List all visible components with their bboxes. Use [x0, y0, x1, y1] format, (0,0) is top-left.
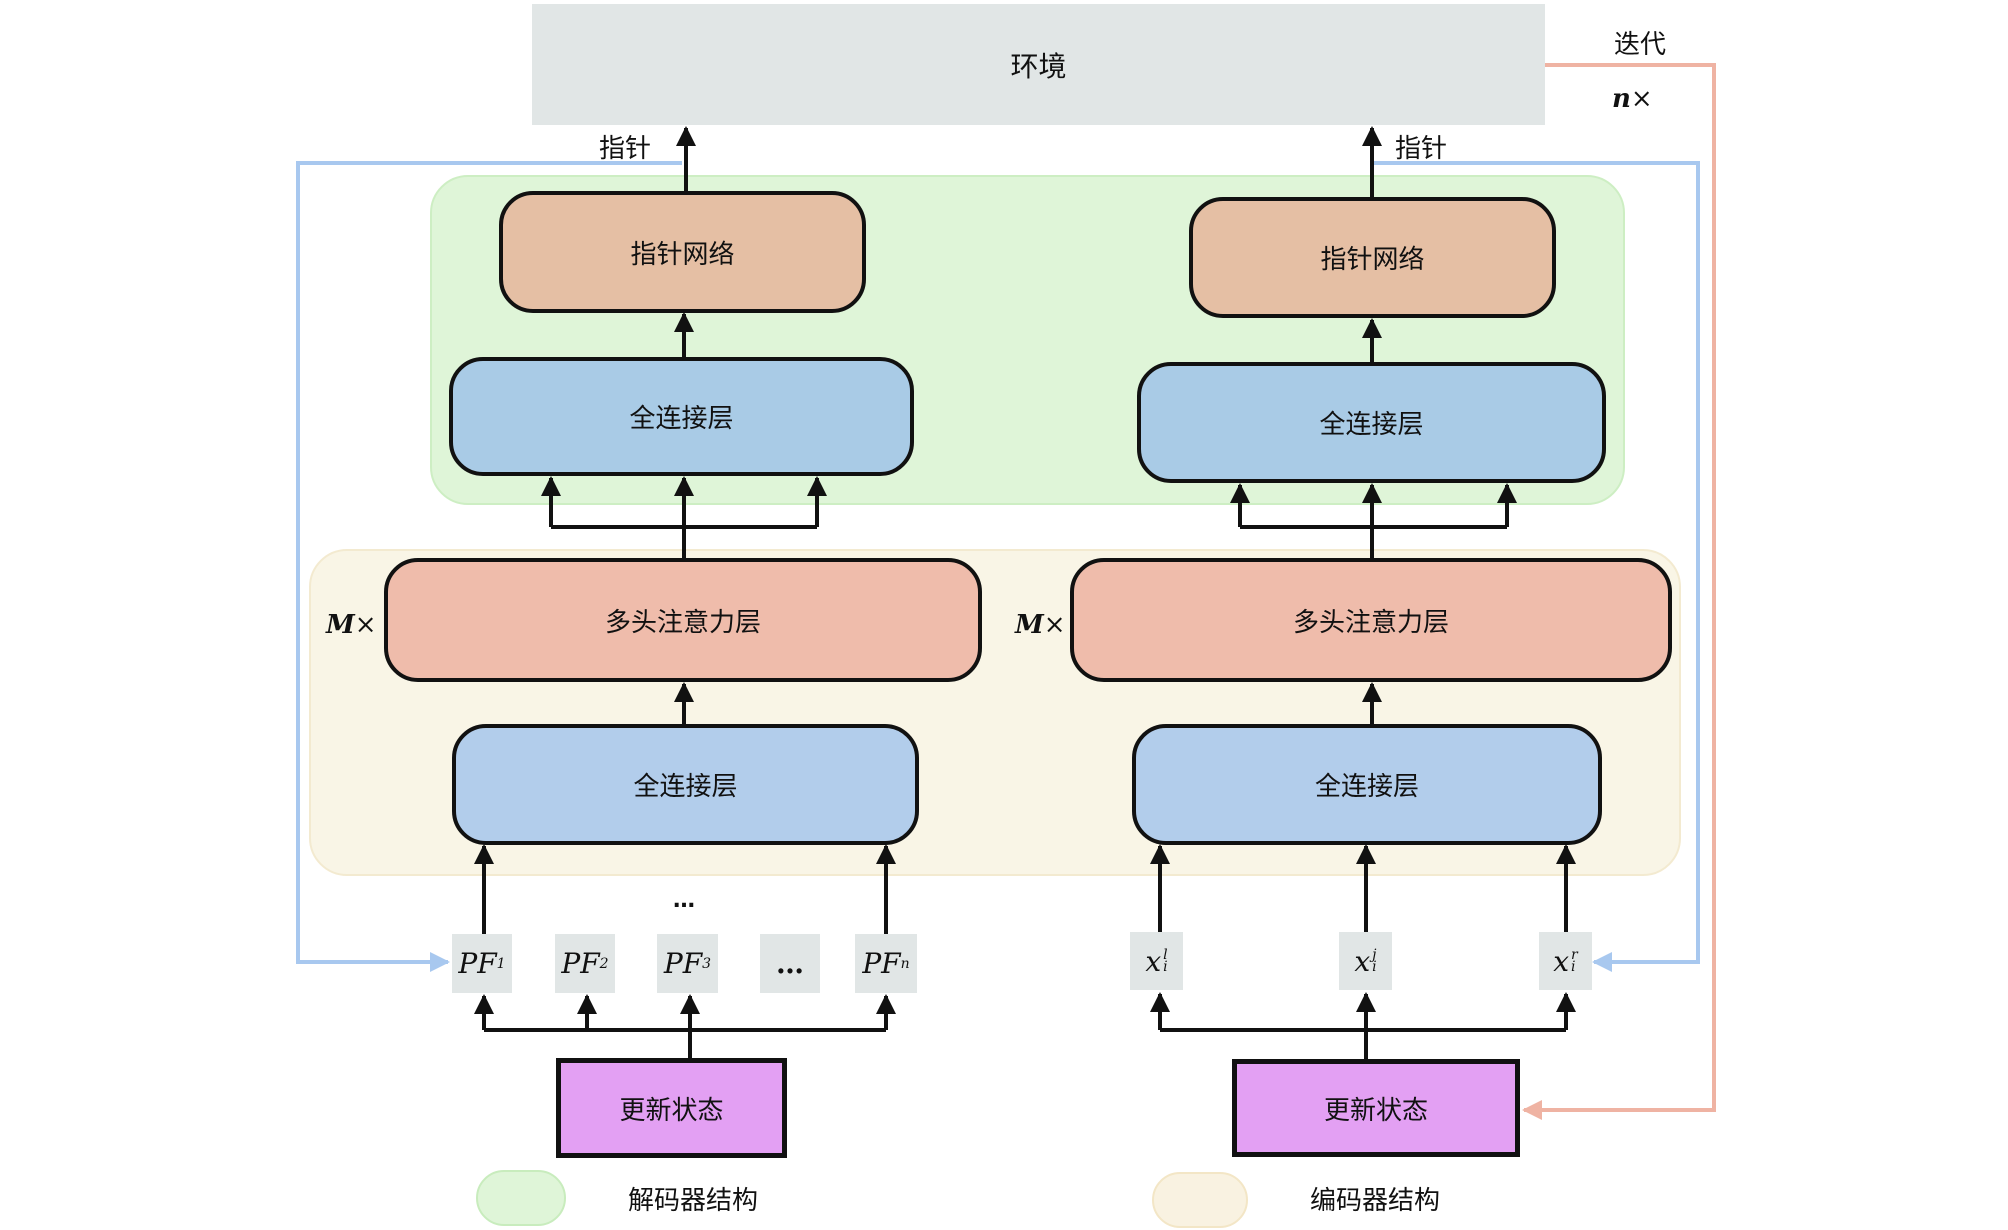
iteration-times: ×	[1630, 84, 1653, 114]
iteration-count-label: n×	[1612, 84, 1653, 114]
fc-layer-bottom-left-label: 全连接层	[633, 772, 738, 802]
input-pf-2-base: PF	[561, 947, 600, 980]
input-x-j-sub: i	[1372, 959, 1377, 975]
input-x-j-base: x	[1354, 944, 1371, 978]
iteration-loop-line	[1522, 63, 1716, 1120]
update-state-left-label: 更新状态	[619, 1095, 724, 1126]
repeat-var-left: M	[326, 610, 355, 640]
input-pf-n-sub: n	[900, 955, 910, 972]
repeat-var-right: M	[1015, 610, 1044, 640]
input-pf-n-base: PF	[862, 947, 901, 980]
attention-layer-left-label: 多头注意力层	[604, 607, 761, 638]
legend-swatch-decoder	[476, 1170, 566, 1226]
input-pf-ellipsis-label: …	[776, 947, 804, 980]
repeat-label-left: M×	[326, 610, 377, 640]
attention-layer-right: 多头注意力层	[1070, 558, 1672, 682]
input-pf-1-sub: 1	[496, 955, 506, 972]
fc-layer-bottom-right: 全连接层	[1132, 724, 1602, 845]
input-x-r-sup: r	[1571, 947, 1578, 963]
pointer-network-left: 指针网络	[499, 191, 866, 313]
input-x-r-base: x	[1553, 944, 1570, 978]
fc-layer-top-right: 全连接层	[1137, 362, 1606, 483]
update-state-right: 更新状态	[1232, 1059, 1520, 1157]
fc-layer-top-left-label: 全连接层	[629, 404, 734, 434]
legend-swatch-encoder	[1152, 1172, 1248, 1228]
legend-label-encoder: 编码器结构	[1310, 1186, 1441, 1216]
fc-layer-bottom-left: 全连接层	[452, 724, 919, 845]
feedback-line-right	[1370, 161, 1700, 972]
repeat-label-right: M×	[1015, 610, 1066, 640]
input-x-l-sup: l	[1163, 947, 1168, 963]
attention-layer-right-label: 多头注意力层	[1292, 607, 1449, 638]
pointer-label-right: 指针	[1395, 134, 1448, 164]
iteration-label: 迭代	[1614, 30, 1667, 60]
fc-layer-top-left: 全连接层	[449, 357, 914, 476]
input-x-l-base: x	[1145, 944, 1162, 978]
feedback-line-left	[296, 161, 682, 972]
pointer-network-right: 指针网络	[1189, 197, 1556, 318]
environment-label: 环境	[1010, 49, 1067, 83]
input-pf-2-sub: 2	[599, 955, 609, 972]
input-pf-ellipsis: …	[760, 934, 820, 993]
environment-box: 环境	[532, 4, 1545, 125]
pointer-network-left-label: 指针网络	[630, 239, 735, 270]
input-pf-3-sub: 3	[702, 955, 712, 972]
update-state-right-label: 更新状态	[1323, 1095, 1428, 1126]
input-pf-3-base: PF	[663, 947, 703, 980]
legend-label-decoder: 解码器结构	[628, 1186, 759, 1216]
repeat-times-right: ×	[1043, 610, 1066, 640]
fc-layer-top-right-label: 全连接层	[1319, 410, 1424, 440]
update-state-left: 更新状态	[556, 1058, 787, 1158]
repeat-times-left: ×	[354, 610, 377, 640]
input-pf-1-base: PF	[458, 947, 497, 980]
ellipsis-above-inputs: …	[673, 888, 697, 913]
input-x-l-sub: i	[1163, 959, 1168, 975]
input-x-j-sup: j	[1372, 947, 1377, 963]
pointer-label-left: 指针	[599, 134, 652, 164]
attention-layer-left: 多头注意力层	[384, 558, 982, 682]
pointer-network-right-label: 指针网络	[1320, 245, 1425, 275]
iteration-count-var: n	[1612, 84, 1631, 114]
input-x-r-sub: i	[1571, 959, 1576, 975]
fc-layer-bottom-right-label: 全连接层	[1314, 772, 1419, 802]
